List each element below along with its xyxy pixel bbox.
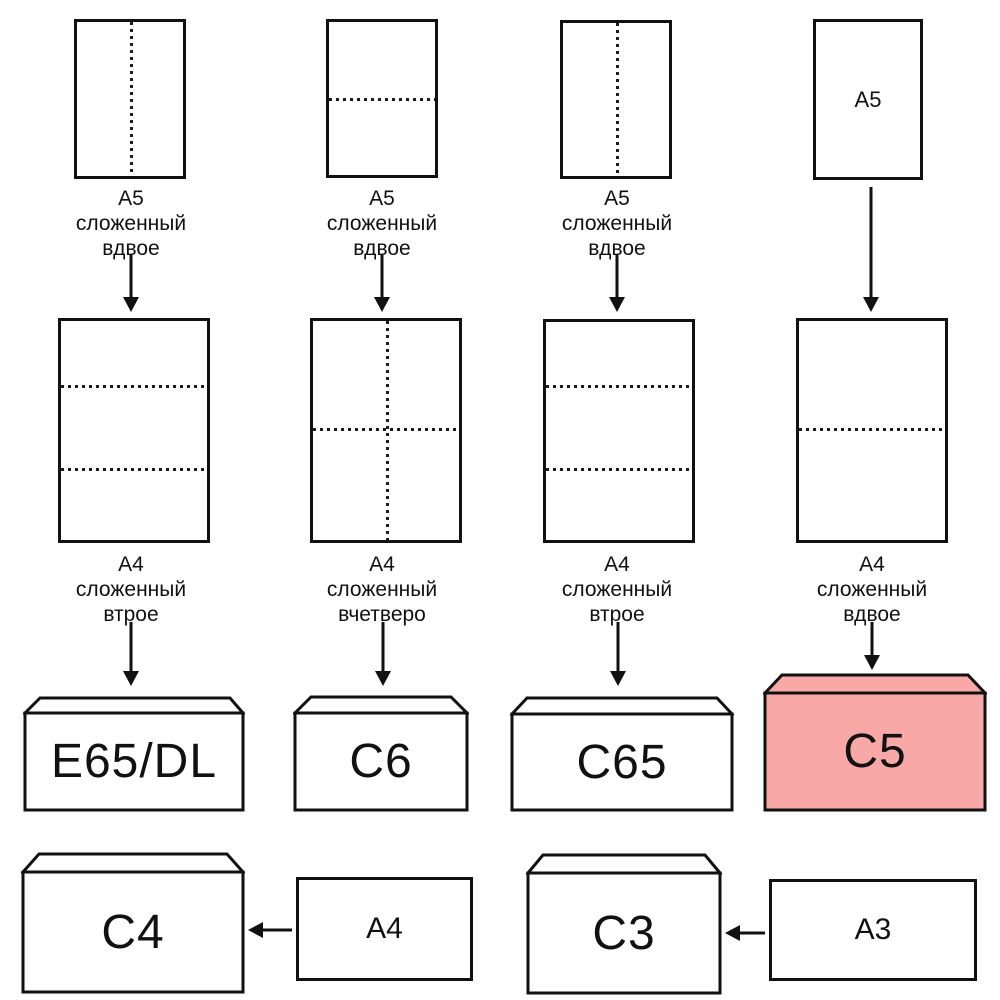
fold-line-vertical: [386, 321, 389, 540]
arrow-down-icon: [609, 255, 625, 312]
envelope-c3-label: C3: [592, 906, 656, 960]
fold-line-horizontal: [61, 385, 207, 388]
fold-line-horizontal: [799, 428, 945, 431]
caption-a4-col2: А4 сложенный вчетверо: [326, 553, 438, 626]
paper-a5-folded-half-col1: [74, 19, 186, 179]
fold-line-vertical: [130, 22, 133, 176]
paper-a5-folded-half-col3: [560, 20, 672, 179]
arrow-down-icon: [864, 622, 880, 670]
arrow-left-icon: [725, 925, 765, 941]
caption-a5-col1: А5 сложенный вдвое: [75, 187, 187, 260]
fold-line-vertical: [616, 23, 619, 176]
paper-a4-folded-half-col4: [796, 318, 948, 543]
arrow-left-icon: [248, 922, 292, 938]
paper-a3-source-label: А3: [854, 913, 892, 946]
caption-a4-col1: А4 сложенный втрое: [75, 553, 187, 626]
envelope-c6: [293, 695, 469, 812]
envelope-e65dl: [23, 696, 245, 812]
envelope-e65dl-label: E65/DL: [50, 735, 218, 788]
fold-line-horizontal: [61, 468, 207, 471]
arrow-down-icon: [610, 622, 626, 686]
envelope-c5-label: C5: [843, 725, 907, 778]
envelope-c4: [21, 852, 245, 994]
paper-a4-source-label: А4: [366, 912, 403, 945]
arrow-down-icon: [123, 622, 139, 686]
envelope-c65: [510, 696, 734, 812]
caption-a5-col2: А5 сложенный вдвое: [326, 187, 438, 260]
envelope-c3: [526, 853, 722, 995]
paper-a4-source: А4: [296, 877, 473, 981]
fold-line-horizontal: [546, 468, 692, 471]
paper-a4-folded-thirds-col1: [58, 318, 210, 543]
paper-a4-folded-quarters-col2: [310, 318, 462, 543]
envelope-c4-label: C4: [101, 905, 165, 959]
arrow-down-icon: [374, 255, 390, 312]
envelope-c6-label: C6: [349, 735, 413, 788]
arrow-down-icon: [375, 622, 391, 686]
arrow-down-icon: [863, 187, 879, 312]
paper-a5-unfolded: А5: [813, 19, 923, 180]
caption-a4-col4: А4 сложенный вдвое: [816, 553, 928, 626]
paper-a3-source: А3: [769, 879, 977, 981]
caption-a5-col3: А5 сложенный вдвое: [561, 187, 673, 260]
fold-line-horizontal: [329, 98, 435, 101]
paper-a5-inner-label: А5: [854, 86, 882, 112]
paper-a5-folded-half-col2: [326, 19, 438, 178]
arrow-down-icon: [123, 255, 139, 312]
envelope-c65-label: C65: [576, 735, 668, 789]
caption-a4-col3: А4 сложенный втрое: [561, 553, 673, 626]
envelope-c5-highlighted: [763, 673, 987, 812]
fold-line-horizontal: [546, 385, 692, 388]
paper-a4-folded-thirds-col3: [543, 319, 695, 543]
